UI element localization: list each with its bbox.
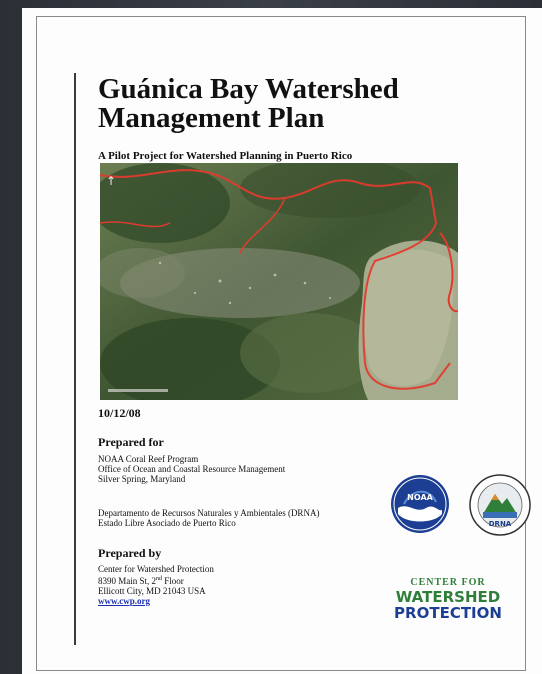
prepared-for-heading: Prepared for: [98, 435, 164, 449]
cwp-logo-line1: CENTER FOR: [410, 577, 485, 588]
cwp-line: 8390 Main St, 2nd Floor: [98, 576, 184, 586]
noaa-line: Silver Spring, Maryland: [98, 474, 186, 484]
document-subtitle: A Pilot Project for Watershed Planning i…: [98, 150, 353, 162]
noaa-logo-text: NOAA: [407, 493, 433, 502]
svg-text:↑: ↑: [106, 174, 116, 188]
cwp-line: Center for Watershed Protection: [98, 564, 214, 574]
document-page: Guánica Bay Watershed Management Plan A …: [22, 8, 542, 674]
cwp-logo-icon: CENTER FOR WATERSHED PROTECTION: [392, 574, 504, 622]
page-border: [36, 16, 526, 671]
drna-line: Estado Libre Asociado de Puerto Rico: [98, 518, 236, 528]
noaa-logo-icon: NOAA: [390, 474, 450, 534]
prepared-by-heading: Prepared by: [98, 546, 162, 560]
document-date: 10/12/08: [98, 406, 141, 420]
drna-address-block: Departamento de Recursos Naturales y Amb…: [98, 508, 319, 528]
document-title: Guánica Bay Watershed Management Plan: [98, 73, 399, 134]
noaa-line: Office of Ocean and Coastal Resource Man…: [98, 464, 286, 474]
aerial-map-icon: ↑: [100, 163, 458, 400]
drna-logo-icon: DRNA: [469, 474, 531, 536]
noaa-line: NOAA Coral Reef Program: [98, 454, 199, 464]
cwp-line: Ellicott City, MD 21043 USA: [98, 586, 206, 596]
drna-line: Departamento de Recursos Naturales y Amb…: [98, 508, 320, 518]
cwp-website-link[interactable]: www.cwp.org: [98, 596, 150, 606]
noaa-address-block: NOAA Coral Reef Program Office of Ocean …: [98, 454, 285, 484]
cwp-address-block: Center for Watershed Protection 8390 Mai…: [98, 564, 214, 606]
left-rule: [74, 73, 76, 645]
drna-logo-text: DRNA: [489, 520, 512, 528]
cwp-logo-line2: WATERSHED: [396, 588, 500, 606]
cwp-logo-line3: PROTECTION: [394, 604, 502, 622]
